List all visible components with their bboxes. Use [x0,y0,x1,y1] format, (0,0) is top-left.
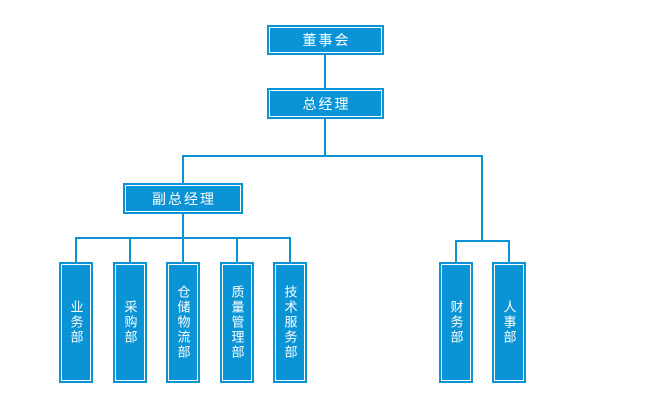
node-general-manager: 总经理 [267,88,384,119]
connector-to-business-dept [75,237,77,262]
node-deputy-general-manager: 副总经理 [123,183,243,214]
connector-dgm-down [182,214,184,239]
connector-to-warehouse-dept [182,237,184,262]
connector-gm-down [324,119,326,157]
node-dept-purchasing: 采购部 [113,262,147,383]
node-label: 财务部 [448,300,464,345]
node-dept-warehouse-logistics: 仓储物流部 [166,262,200,383]
connector-to-tech-service-dept [289,237,291,262]
connector-branch-right-down [481,155,483,242]
node-label: 仓储物流部 [175,285,191,360]
connector-right-depts-horizontal [455,240,510,242]
connector-to-finance-dept [455,240,457,262]
node-dept-hr: 人事部 [492,262,526,383]
connector-branch-to-dgm [182,155,184,183]
node-board-of-directors: 董事会 [267,25,384,55]
node-dept-finance: 财务部 [439,262,473,383]
node-dept-business: 业务部 [59,262,93,383]
node-label: 副总经理 [152,190,216,207]
node-label: 董事会 [302,32,351,48]
node-dept-technical-service: 技术服务部 [273,262,307,383]
node-label: 人事部 [501,300,517,345]
node-label: 采购部 [122,300,138,345]
connector-to-quality-dept [236,237,238,262]
connector-board-to-gm [324,55,326,89]
connector-gm-branch-horizontal [182,155,483,157]
node-label: 质量管理部 [229,285,245,360]
node-dept-quality-management: 质量管理部 [220,262,254,383]
node-label: 技术服务部 [282,285,298,360]
connector-to-purchasing-dept [129,237,131,262]
node-label: 总经理 [302,95,351,112]
connector-to-hr-dept [508,240,510,262]
node-label: 业务部 [68,300,84,345]
